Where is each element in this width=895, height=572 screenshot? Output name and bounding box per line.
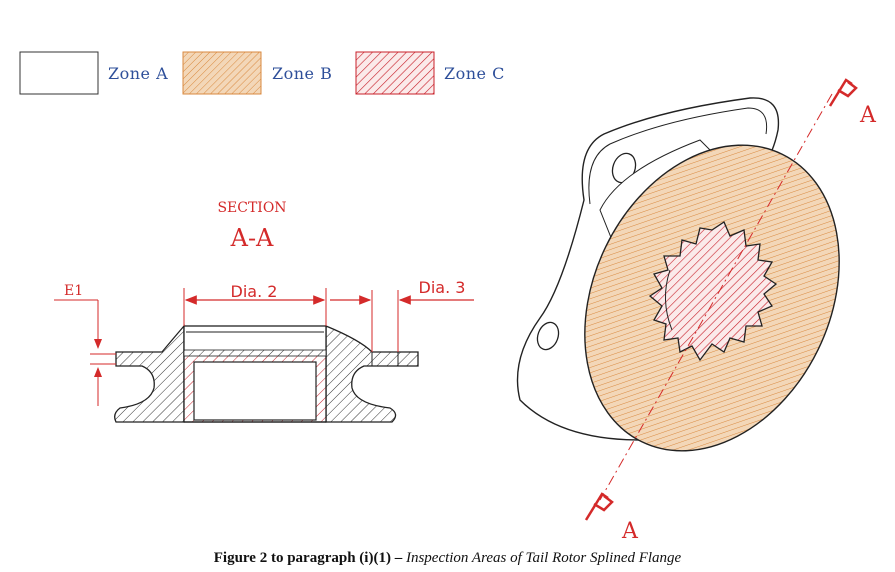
- figure-caption-title: Inspection Areas of Tail Rotor Splined F…: [405, 550, 682, 566]
- legend-label-zone-a: Zone A: [108, 64, 169, 83]
- legend-label-zone-c: Zone C: [444, 64, 505, 83]
- section-name: A-A: [230, 224, 274, 252]
- dimension-dia2-label: Dia. 2: [231, 282, 278, 301]
- section-cut-line: [599, 93, 833, 501]
- dimension-e1-label: E1: [64, 283, 83, 299]
- legend-swatch-zone-a: [19, 51, 99, 95]
- cut-marker-top-label: A: [859, 103, 877, 128]
- dimension-dia3-label: Dia. 3: [419, 278, 466, 297]
- figure-caption-prefix: Figure 2 to paragraph (i)(1) –: [213, 550, 406, 566]
- legend-swatch-zone-b: [182, 51, 262, 95]
- cut-marker-top: A: [828, 78, 877, 128]
- dimension-dia2: Dia. 2: [183, 282, 327, 326]
- dimension-dia3: Dia. 3: [330, 278, 474, 352]
- cut-marker-bottom-label: A: [621, 519, 639, 544]
- dimension-e1: E1: [54, 283, 116, 406]
- bolt-hole: [611, 152, 637, 184]
- figure-caption: Figure 2 to paragraph (i)(1) – Inspectio…: [0, 550, 895, 567]
- legend-swatch-zone-c: [355, 51, 435, 95]
- section-title: SECTION: [217, 200, 286, 216]
- legend-label-zone-b: Zone B: [272, 64, 333, 83]
- cut-marker-bottom: A: [584, 492, 639, 544]
- bolt-hole: [536, 321, 560, 351]
- flange-isometric-view: [516, 97, 840, 452]
- zone-c-spline-bore: [648, 221, 778, 362]
- section-view: [114, 324, 419, 423]
